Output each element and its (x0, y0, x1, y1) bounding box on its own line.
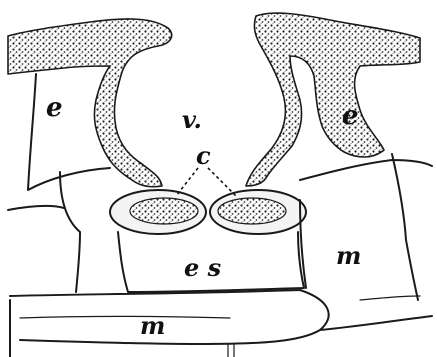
inner-wall-lines (20, 296, 420, 357)
pointer-to-right-guard-cell (208, 168, 236, 196)
label-epidermis-right: e (342, 101, 359, 131)
right-epidermal-cell-wall (300, 154, 432, 300)
left-guard-cell-cytoplasm (130, 198, 198, 224)
label-vestibule: v. (182, 105, 202, 134)
right-guard-cell-cytoplasm (218, 198, 286, 224)
label-subsidiary-cell: e s (184, 253, 222, 282)
label-mesophyll-right: m (336, 241, 361, 270)
label-epidermis-left: e (46, 93, 63, 123)
label-guard-cells: c (196, 141, 211, 170)
lower-mesophyll-wall (10, 290, 432, 357)
label-mesophyll-bottom: m (140, 311, 165, 340)
pointer-to-left-guard-cell (176, 168, 198, 196)
left-cuticle-layer (8, 19, 172, 187)
